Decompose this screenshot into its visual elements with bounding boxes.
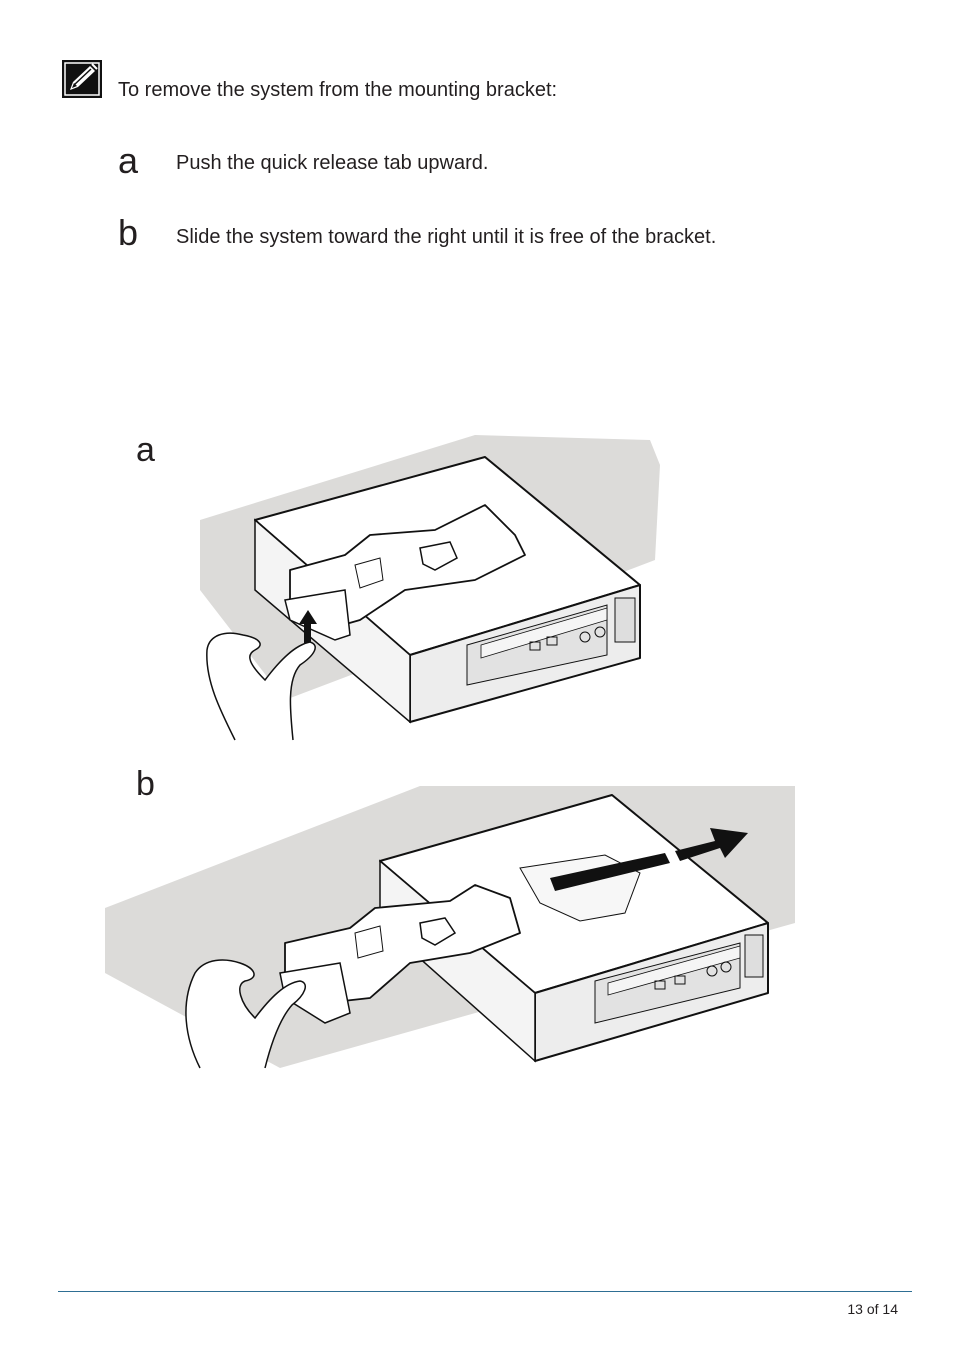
slide-system-illustration [100, 783, 800, 1073]
step-b-text: Slide the system toward the right until … [176, 226, 717, 248]
step-b-letter: b [118, 212, 139, 253]
note-pencil-icon [62, 60, 102, 98]
figure-a-label: a [136, 431, 155, 469]
step-a-letter: a [118, 140, 139, 181]
push-release-tab-illustration [195, 430, 665, 745]
note-intro-text: To remove the system from the mounting b… [118, 79, 558, 101]
figure-b-label: b [136, 765, 155, 803]
footer-rule [58, 1291, 912, 1292]
step-a-text: Push the quick release tab upward. [176, 152, 489, 174]
page-number: 13 of 14 [847, 1301, 898, 1317]
